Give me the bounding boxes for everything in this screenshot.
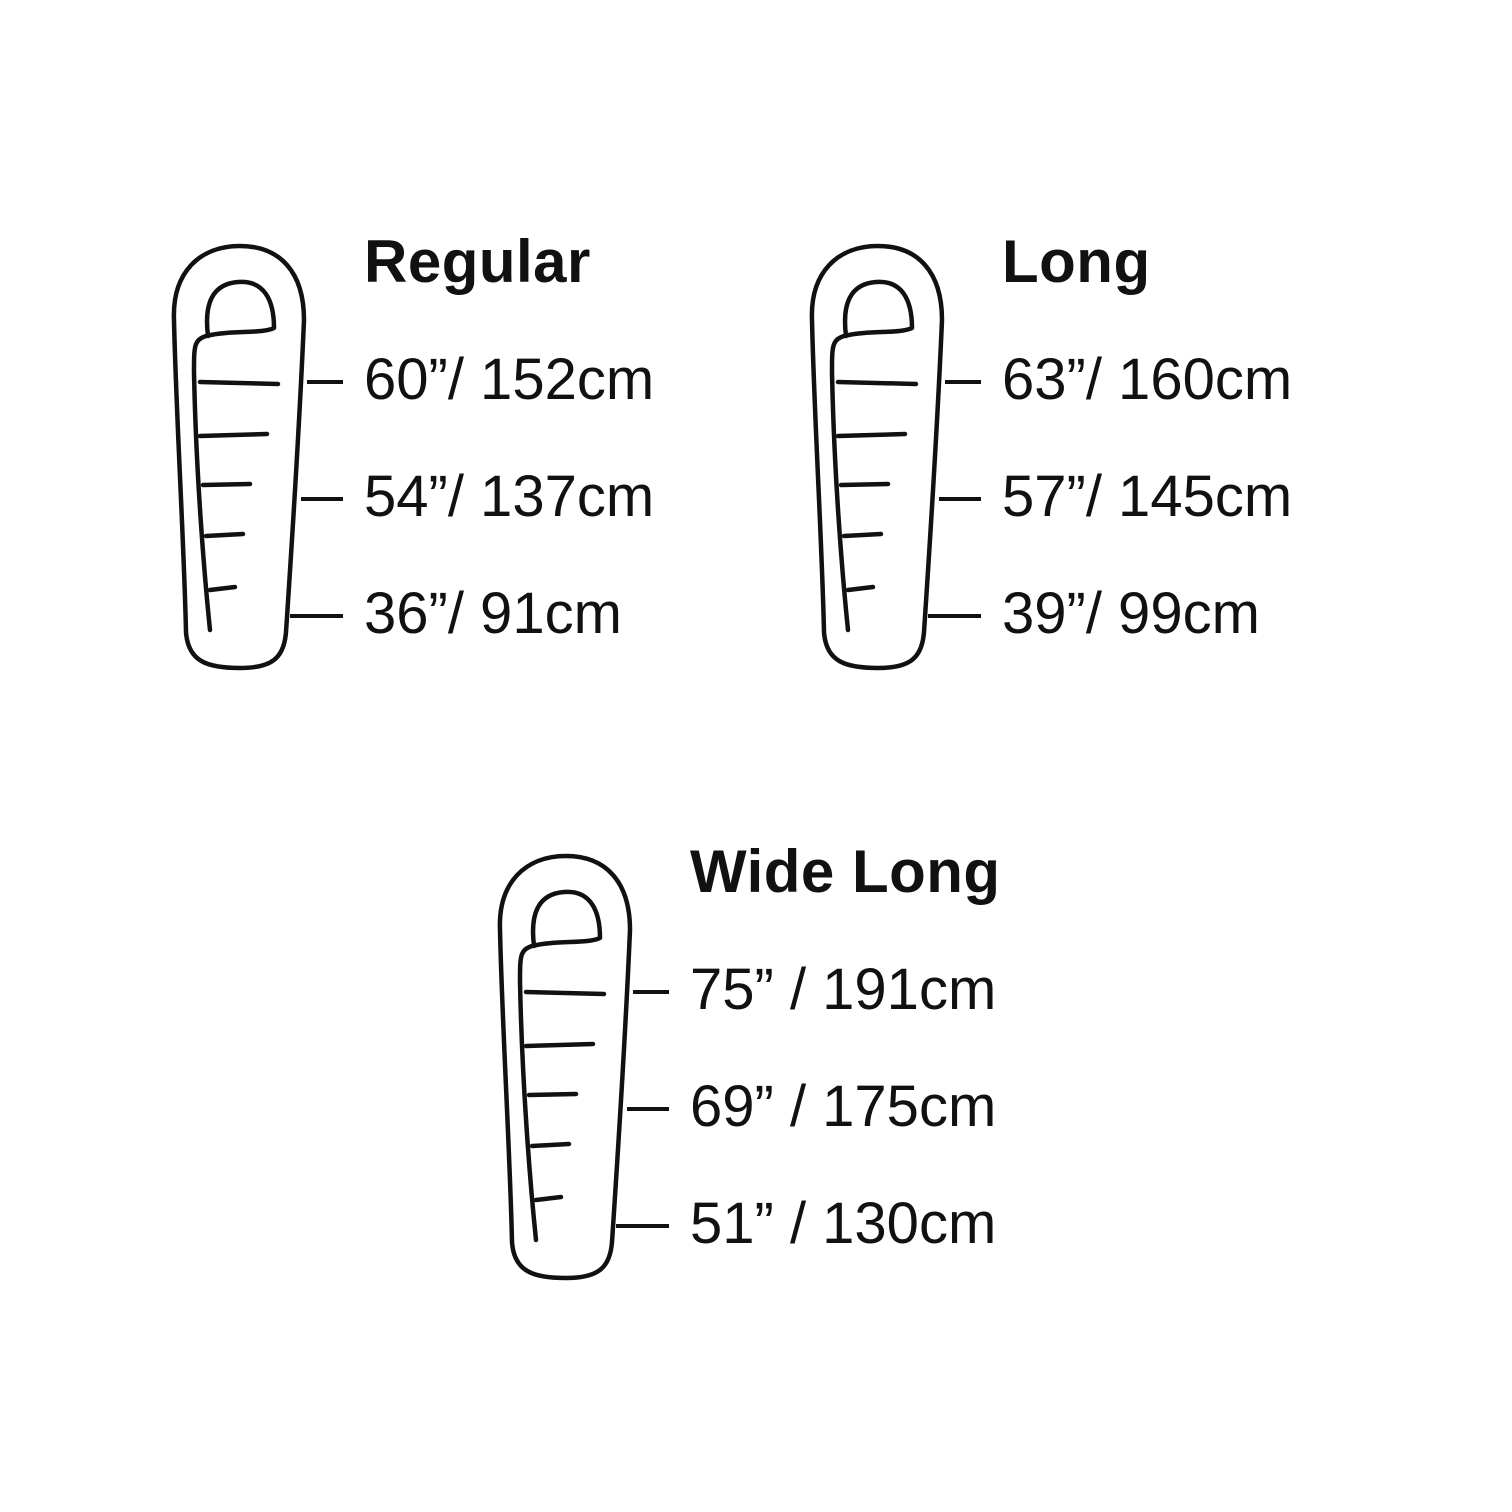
tick-mark [616,1224,669,1228]
size-wide-long-group: Wide Long 75” / 191cm 69” / 175cm 51” / … [496,838,1216,1318]
size-long-group: Long 63”/ 160cm 57”/ 145cm 39”/ 99cm [808,228,1512,708]
sleeping-bag-icon [497,853,633,1281]
size-title: Wide Long [690,838,1001,905]
tick-mark [633,990,669,994]
measurement-foot: 39”/ 99cm [1002,581,1260,646]
size-title: Regular [364,228,591,295]
measurement-shoulder: 75” / 191cm [690,957,997,1022]
sleeping-bag-icon [171,243,307,671]
sleeping-bag-icon [809,243,945,671]
tick-mark [928,614,981,618]
tick-mark [945,380,981,384]
tick-mark [307,380,343,384]
tick-mark [290,614,343,618]
measurement-hip: 57”/ 145cm [1002,464,1293,529]
size-title: Long [1002,228,1151,295]
tick-mark [301,497,343,501]
measurement-foot: 51” / 130cm [690,1191,997,1256]
tick-mark [627,1107,669,1111]
measurement-foot: 36”/ 91cm [364,581,622,646]
measurement-hip: 69” / 175cm [690,1074,997,1139]
measurement-shoulder: 60”/ 152cm [364,347,655,412]
measurement-hip: 54”/ 137cm [364,464,655,529]
tick-mark [939,497,981,501]
size-regular-group: Regular 60”/ 152cm 54”/ 137cm 36”/ 91cm [170,228,890,708]
measurement-shoulder: 63”/ 160cm [1002,347,1293,412]
